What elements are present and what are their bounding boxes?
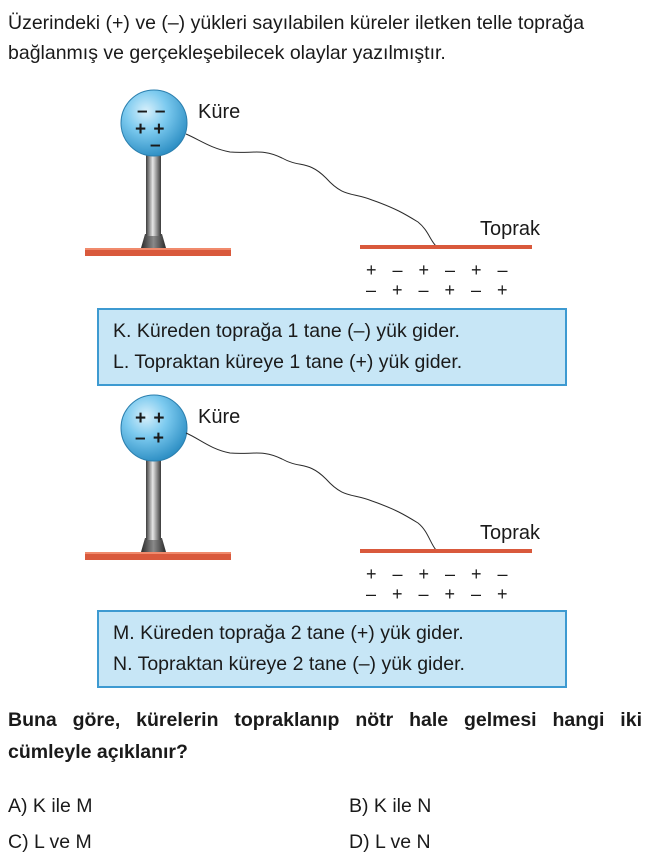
option-c[interactable]: C) L ve M bbox=[8, 831, 92, 853]
conducting-wire bbox=[185, 133, 437, 247]
sphere-charge-bottom: – bbox=[150, 135, 161, 156]
option-d[interactable]: D) L ve N bbox=[349, 831, 431, 853]
statement-l: L. Topraktan küreye 1 tane (+) yük gider… bbox=[113, 351, 463, 373]
ground-line bbox=[360, 245, 532, 249]
ground-label: Toprak bbox=[480, 218, 541, 240]
sphere-charge-top: – – bbox=[137, 101, 167, 122]
floor-plate bbox=[85, 552, 231, 560]
option-a[interactable]: A) K ile M bbox=[8, 795, 93, 817]
ground-line bbox=[360, 549, 532, 553]
intro-text: Üzerindeki (+) ve (–) yükleri sayılabile… bbox=[8, 12, 585, 64]
statement-m: M. Küreden toprağa 2 tane (+) yük gider. bbox=[113, 622, 464, 644]
sphere-charge-middle: + + bbox=[135, 119, 166, 140]
sphere-label: Küre bbox=[198, 406, 241, 428]
scene-1: – – + + – Küre Toprak + – + – + – – + – … bbox=[0, 88, 652, 388]
sphere-charge-top: + + bbox=[135, 408, 166, 429]
stand-base bbox=[141, 234, 166, 248]
stand-rod bbox=[146, 154, 161, 236]
statement-n: N. Topraktan küreye 2 tane (–) yük gider… bbox=[113, 653, 465, 675]
ground-label: Toprak bbox=[480, 522, 541, 544]
sphere bbox=[120, 394, 188, 462]
scene-2-drawing bbox=[85, 394, 532, 560]
scene-1-drawing bbox=[85, 89, 532, 256]
ground-charges-row-2: – + – + – + bbox=[366, 584, 508, 604]
sphere-label: Küre bbox=[198, 101, 241, 123]
statement-box-2: M. Küreden toprağa 2 tane (+) yük gider.… bbox=[97, 610, 567, 688]
sphere bbox=[120, 89, 188, 157]
stand-base bbox=[141, 538, 166, 552]
question-text: Buna göre, kürelerin topraklanıp nötr ha… bbox=[8, 709, 642, 763]
option-b[interactable]: B) K ile N bbox=[349, 795, 432, 817]
floor-plate bbox=[85, 248, 231, 256]
scene-2: + + – + Küre Toprak + – + – + – – + – + … bbox=[0, 393, 652, 693]
stand-rod bbox=[146, 458, 161, 540]
statement-box-1: K. Küreden toprağa 1 tane (–) yük gider.… bbox=[97, 308, 567, 386]
ground-charges-row-2: – + – + – + bbox=[366, 280, 508, 300]
statement-k: K. Küreden toprağa 1 tane (–) yük gider. bbox=[113, 320, 460, 342]
conducting-wire bbox=[185, 432, 437, 551]
ground-charges-row-1: + – + – + – bbox=[366, 564, 508, 584]
sphere-charge-middle: – + bbox=[135, 428, 165, 449]
ground-charges-row-1: + – + – + – bbox=[366, 260, 508, 280]
